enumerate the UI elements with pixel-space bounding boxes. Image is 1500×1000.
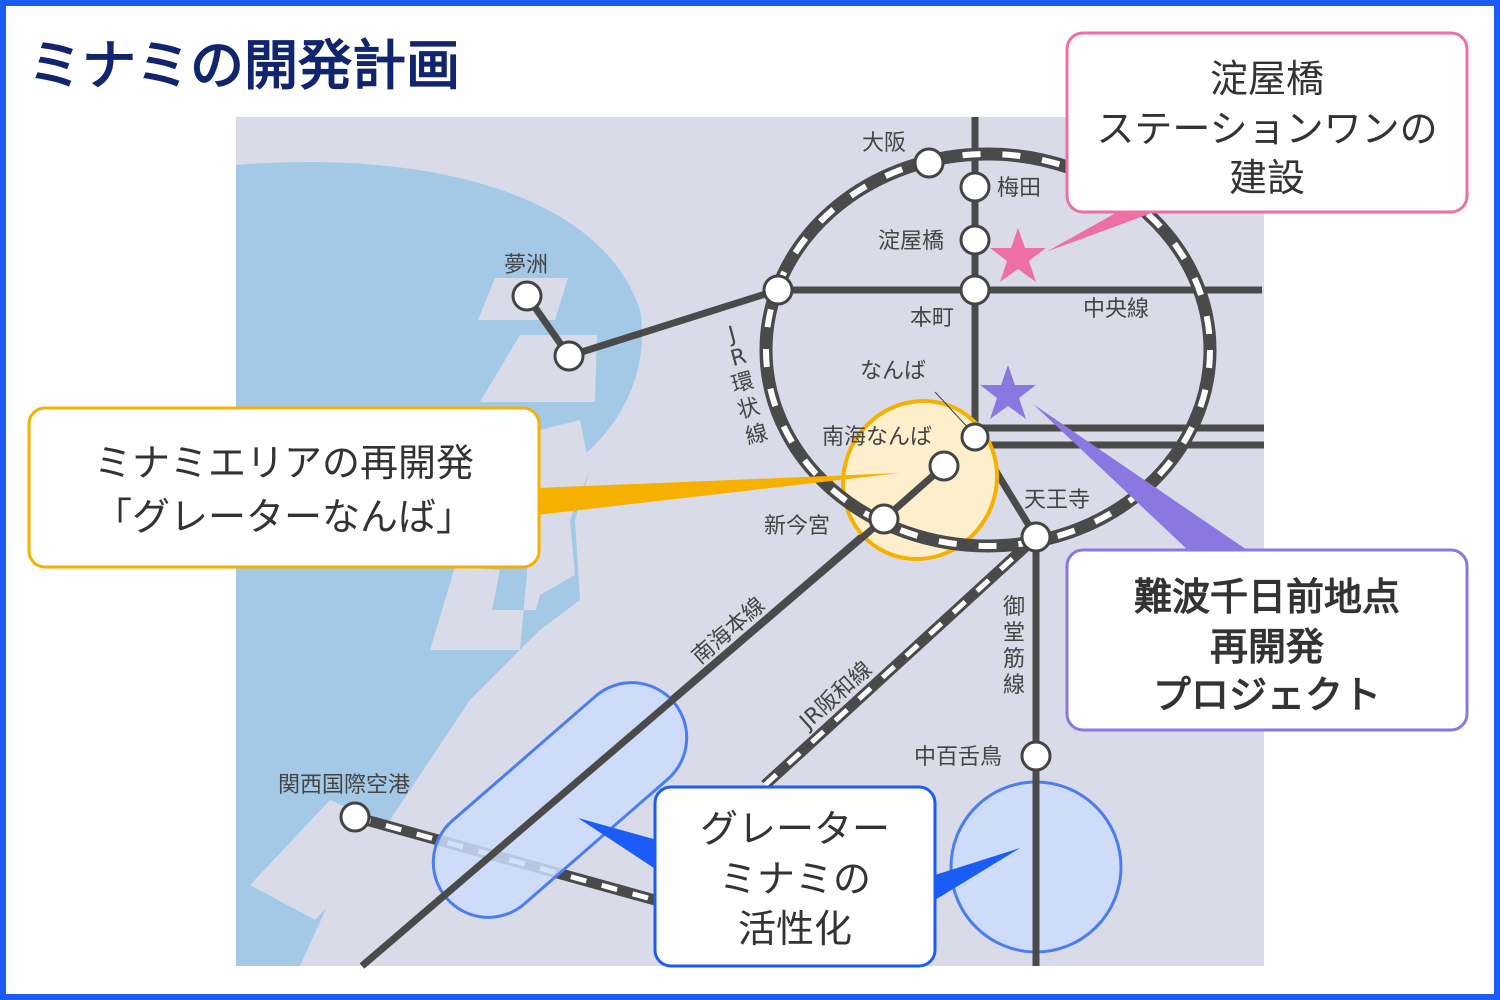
label-umeda: 梅田 [997,176,1041,201]
station-yumeshima [511,280,543,312]
pink-pointer [1046,205,1160,252]
purple-pointer [1033,404,1250,552]
blue-pointer-left [578,818,657,870]
svg-text:筋: 筋 [1003,647,1025,672]
station-yodoyabashi [959,224,991,256]
svg-text:御: 御 [1003,595,1025,620]
svg-text:グレーター: グレーター [700,807,890,851]
station-osaka [913,147,945,179]
svg-text:線: 線 [1003,673,1025,698]
label-yumeshima: 夢洲 [504,253,548,278]
star-yodoyabashi-icon [990,228,1046,282]
port-land [430,420,590,650]
nankai-line-overlay [359,516,887,969]
svg-text:プロジェクト: プロジェクト [1153,673,1381,717]
label-nankai-namba: 南海なんば [822,425,932,450]
station-tennoji [1020,521,1052,553]
callout-sennichimae: 難波千日前地点 再開発 プロジェクト [1065,548,1469,732]
svg-text:ミナミエリアの再開発: ミナミエリアの再開発 [94,441,474,485]
svg-text:ステーションワンの: ステーションワンの [1096,107,1437,151]
station-cosmosquare [553,340,585,372]
label-yodoyabashi: 淀屋橋 [878,229,944,254]
svg-text:「グレーターなんば」: 「グレーターなんば」 [94,495,474,539]
page-title: ミナミの開発計画 [28,34,460,97]
label-midosuji-line: 御 堂 筋 線 [1003,595,1025,698]
label-chuo-line: 中央線 [1083,297,1149,322]
station-honmachi [959,274,991,306]
svg-text:堂: 堂 [1003,621,1025,646]
station-nakamozu [1020,740,1052,772]
svg-text:R: R [728,344,749,372]
svg-text:再開発: 再開発 [1210,625,1325,669]
label-kansai-airport: 関西国際空港 [278,773,410,798]
star-sennichimae-icon [980,365,1036,419]
svg-text:建設: 建設 [1229,156,1305,200]
blue-pointer-right [935,848,1020,900]
label-shin-imamiya: 新今宮 [764,514,830,539]
label-osaka: 大阪 [862,131,906,156]
station-kansai-airport [339,801,371,833]
stations [339,147,1052,833]
station-nishikujo [762,274,794,306]
namba-leader-line [934,391,973,433]
svg-text:活性化: 活性化 [738,907,852,951]
station-nankai-namba [960,422,990,452]
station-shin-imamiya [868,503,900,535]
label-honmachi: 本町 [910,306,954,331]
station-umeda [959,171,991,203]
jr-loop-dashes [763,151,1213,549]
station-namba-south [928,450,960,482]
orange-pointer [537,473,900,515]
svg-text:難波千日前地点: 難波千日前地点 [1134,575,1400,619]
label-tennoji: 天王寺 [1024,488,1090,513]
callout-yodoyabashi: 淀屋橋 ステーションワンの 建設 [1065,31,1469,214]
callout-greater-minami: グレーター ミナミの 活性化 [653,785,937,968]
svg-text:淀屋橋: 淀屋橋 [1210,57,1324,101]
label-namba: なんば [860,359,926,384]
svg-text:ミナミの: ミナミの [719,857,871,901]
label-nakamozu: 中百舌鳥 [914,745,1002,770]
callout-greater-namba: ミナミエリアの再開発 「グレーターなんば」 [27,406,541,569]
